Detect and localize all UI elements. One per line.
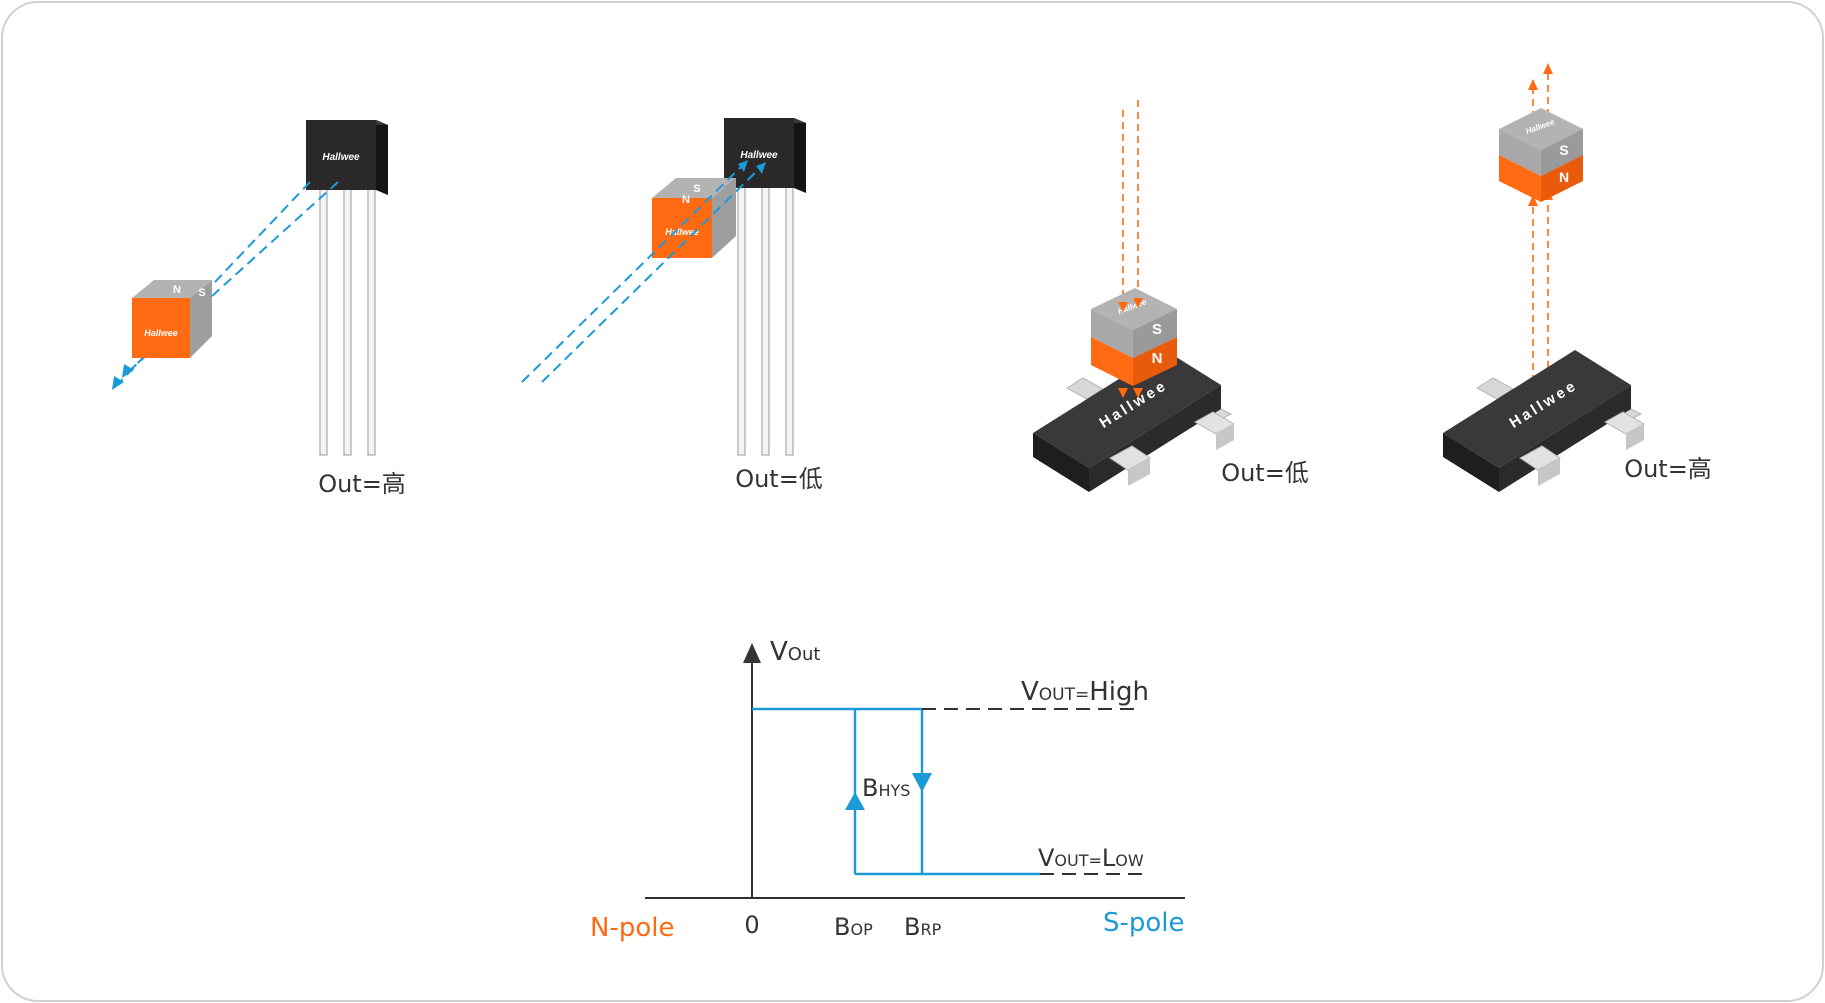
arrow-head: [1133, 388, 1143, 398]
field-lines: [521, 163, 763, 383]
hysteresis-diagram: VOut VOUT=High VOUT=LOW BHYS 0 BOP BRP N…: [590, 637, 1185, 943]
scene-3-sot23-near: Hallwee S N Hallwee Out=低: [1033, 100, 1309, 492]
arrow-head: [122, 364, 134, 378]
magnet: N S Hallwee: [652, 178, 736, 258]
to92-body: Hallwee: [306, 120, 388, 195]
n-pole-label: N-pole: [590, 913, 674, 943]
brand-label: Hallwee: [144, 328, 178, 338]
y-axis-arrow: [743, 643, 761, 663]
to92-body: Hallwee: [724, 118, 806, 193]
brand-label: Hallwee: [740, 150, 778, 161]
arrow-head: [1528, 195, 1538, 206]
arrow-head: [1118, 302, 1128, 312]
magnet-s-label: S: [198, 287, 205, 299]
brand-label: Hallwee: [322, 152, 360, 163]
magnet: S N Hallwee: [1499, 108, 1583, 202]
output-label: Out=高: [1624, 455, 1712, 483]
magnet: N S Hallwee: [132, 280, 212, 358]
y-axis-label: VOut: [770, 637, 820, 667]
arrow-head: [1543, 63, 1553, 74]
magnet-s-label: S: [1559, 142, 1568, 158]
hysteresis-loop: [752, 707, 1040, 876]
magnet-s-label: S: [693, 183, 700, 195]
brand-label: Hallwee: [665, 227, 699, 237]
magnet-s-label: S: [1152, 321, 1162, 338]
arrow-head: [738, 160, 748, 172]
continuation-lines: [922, 708, 1142, 875]
magnet-n-label: N: [1152, 350, 1163, 367]
magnet-n-label: N: [682, 194, 690, 206]
brp-label: BRP: [904, 913, 942, 941]
sot23-package: Hallwee: [1443, 350, 1646, 492]
vout-high-label: VOUT=High: [1021, 677, 1149, 707]
output-label: Out=低: [1221, 459, 1309, 487]
bhys-label: BHYS: [862, 774, 910, 802]
output-label: Out=高: [318, 470, 406, 498]
bop-label: BOP: [834, 913, 873, 941]
scene-4-sot23-away: S N Hallwee Hallwee Out=高: [1443, 63, 1712, 492]
arrow-head: [756, 162, 766, 174]
s-pole-label: S-pole: [1103, 908, 1185, 938]
arrow-head: [1528, 79, 1538, 90]
magnet-n-label: N: [1559, 169, 1569, 185]
vout-low-label: VOUT=LOW: [1038, 844, 1144, 872]
scene-1-to92-away: Hallwee N S Hallwee Out=高: [112, 120, 406, 498]
output-label: Out=低: [735, 465, 823, 493]
fall-arrow: [912, 773, 932, 792]
origin-label: 0: [744, 911, 759, 939]
arrow-head: [1118, 388, 1128, 398]
sot23-package: Hallwee: [1033, 350, 1236, 492]
arrow-head: [112, 376, 124, 390]
rise-arrow: [845, 792, 865, 810]
arrow-head: [1133, 298, 1143, 308]
scene-2-to92-near: Hallwee N S Hallwee Out=低: [521, 118, 823, 493]
magnet-n-label: N: [173, 284, 181, 296]
